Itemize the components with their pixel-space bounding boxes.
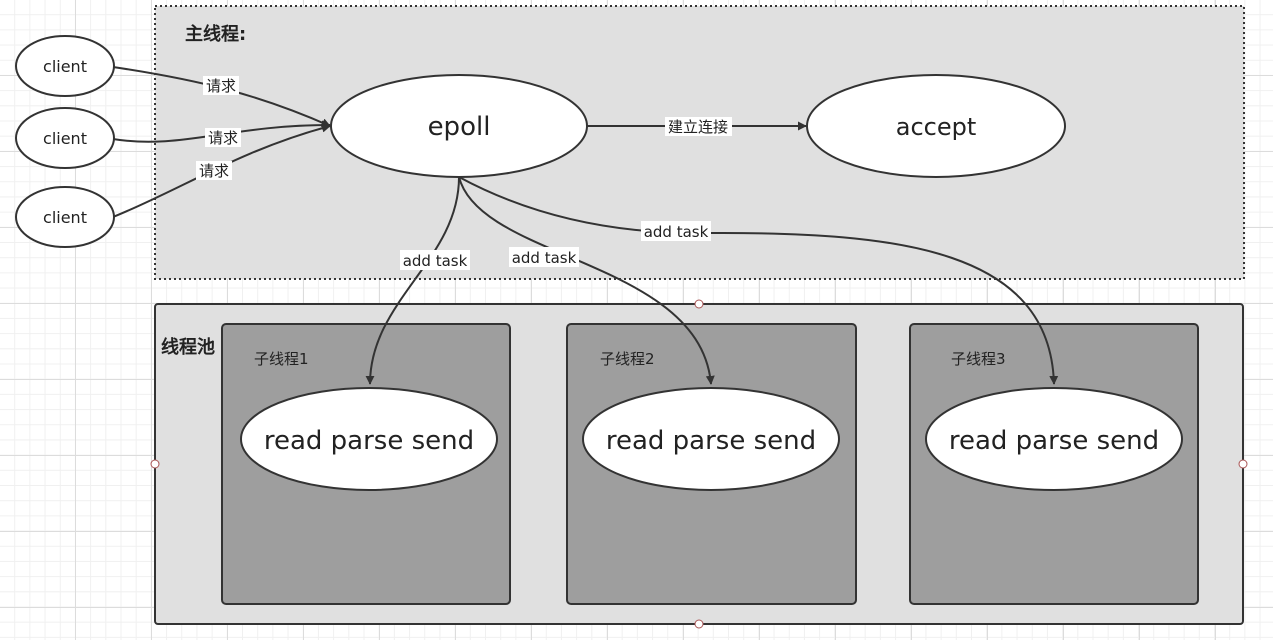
request-label-1: 请求 <box>206 77 236 95</box>
connect-label: 建立连接 <box>668 118 728 136</box>
task-ellipse-1 <box>240 387 498 491</box>
client-label-1: client <box>43 57 87 76</box>
task-ellipse-3 <box>925 387 1183 491</box>
main-thread-title: 主线程: <box>185 23 246 45</box>
worker-title-2: 子线程2 <box>600 350 655 368</box>
task-label-1: read parse send <box>264 426 474 456</box>
accept-node <box>806 74 1066 178</box>
task-label-3: read parse send <box>949 426 1159 456</box>
epoll-label: epoll <box>428 112 491 142</box>
add-task-label-3: add task <box>644 223 709 241</box>
add-task-arrow-2 <box>458 176 715 385</box>
client-label-2: client <box>43 129 87 148</box>
task-label-2: read parse send <box>606 426 816 456</box>
request-label-2: 请求 <box>208 129 238 147</box>
add-task-arrow-3 <box>458 176 1059 385</box>
worker-title-3: 子线程3 <box>951 350 1006 368</box>
resize-handle-bottom[interactable] <box>694 619 704 629</box>
worker-title-1: 子线程1 <box>254 350 309 368</box>
client-node-3 <box>15 186 115 248</box>
epoll-node <box>330 74 588 178</box>
resize-handle-right[interactable] <box>1238 459 1248 469</box>
client-label-3: client <box>43 208 87 227</box>
add-task-label-2: add task <box>512 249 577 267</box>
request-label-3: 请求 <box>199 162 229 180</box>
accept-label: accept <box>896 113 977 141</box>
thread-pool-title: 线程池 <box>161 336 215 358</box>
task-ellipse-2 <box>582 387 840 491</box>
add-task-arrow-1 <box>365 176 460 385</box>
resize-handle-left[interactable] <box>150 459 160 469</box>
client-node-2 <box>15 107 115 169</box>
add-task-label-1: add task <box>403 252 468 270</box>
resize-handle-top[interactable] <box>694 299 704 309</box>
client-node-1 <box>15 35 115 97</box>
